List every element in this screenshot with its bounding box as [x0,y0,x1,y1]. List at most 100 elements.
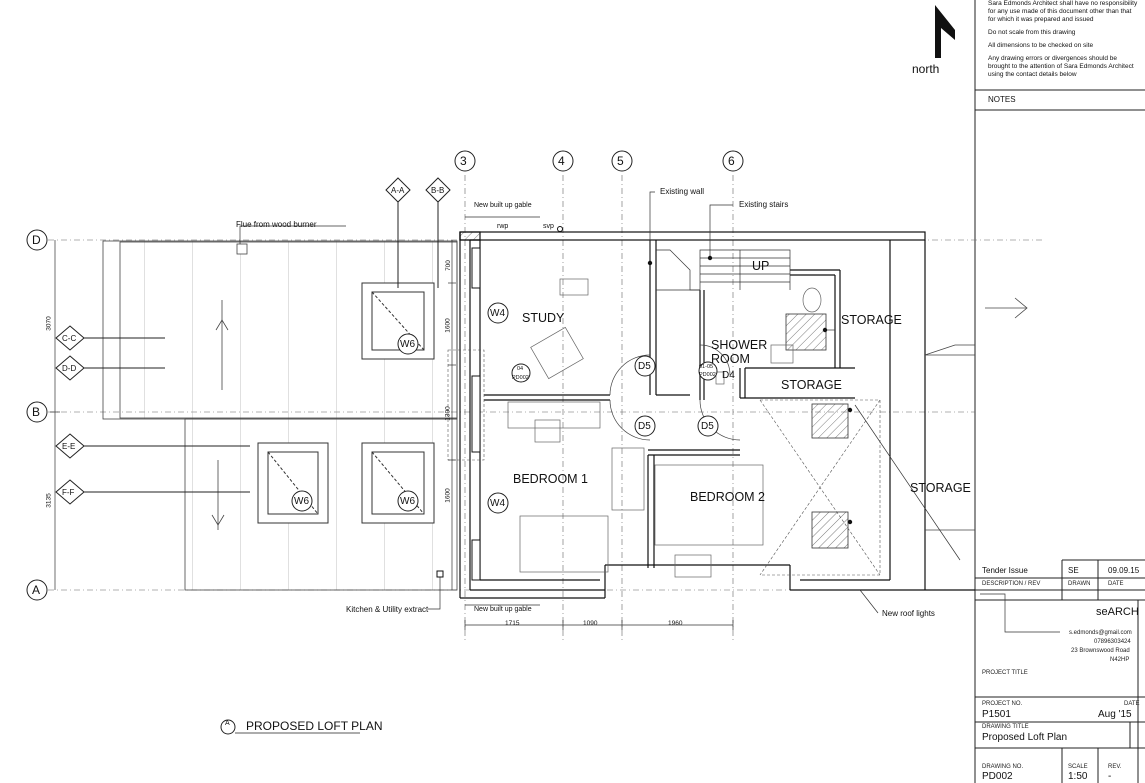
label-project-no: PROJECT NO. [982,701,1023,707]
label-description-rev: DESCRIPTION / REV [982,581,1041,587]
stairs-up-label: UP [752,259,770,273]
tag-d5-bedroom1: D5 [638,421,651,432]
right-projection [924,297,1028,531]
note-2: Do not scale from this drawing [988,29,1076,36]
hatched-storage [785,313,849,549]
section-marker-e-e: E-E [62,442,76,451]
tag-w6-upper: W6 [400,339,415,350]
grid-col-4: 4 [558,154,565,168]
wall-windows [471,247,481,581]
grid-row-d: D [32,233,41,247]
tag-d4-shower: D4 [722,370,735,381]
tag-d5-study: D5 [638,361,651,372]
room-shower-line2: ROOM [711,352,750,366]
section-marker-a-a: A-A [391,186,405,195]
issue-drawn-by: SE [1068,566,1079,575]
north-arrow-icon [935,5,955,58]
tag-w6-lower-right: W6 [400,496,415,507]
tag-w4-study: W4 [490,308,505,319]
note-4: Any drawing errors or divergences should… [988,55,1134,78]
ref-tag-1-top: 04 [517,366,524,372]
label-rev: REV. [1108,764,1122,770]
firm-address-2: N42HP [1110,657,1130,663]
ref-tag-2-top: 01-05 [699,364,714,370]
project-no: P1501 [982,709,1011,720]
section-marker-c-c: C-C [62,334,77,343]
grid-col-5: 5 [617,154,624,168]
grid-col-3: 3 [460,154,467,168]
room-bedroom-1: BEDROOM 1 [513,472,589,486]
label-drawing-no: DRAWING NO. [982,764,1024,770]
dim-horiz-1960: 1960 [668,620,683,627]
plan-title-marker: A [225,720,230,727]
annotation-gable-bottom: New built up gable [474,606,532,613]
annotation-existing-stairs: Existing stairs [739,200,789,209]
section-marker-f-f: F-F [62,488,75,497]
label-date-2: DATE [1124,701,1140,707]
dim-left-lower: 3135 [45,493,53,508]
firm-address-1: 23 Brownswood Road [1071,648,1130,654]
room-bedroom-2: BEDROOM 2 [690,490,766,504]
north-label: north [912,62,940,76]
label-drawn: DRAWN [1068,581,1091,587]
firm-email: s.edmonds@gmail.com [1069,630,1132,636]
label-date: DATE [1108,581,1124,587]
roof-light-outlines [447,349,881,576]
project-date: Aug '15 [1098,709,1132,720]
stairs [656,249,791,291]
dim-inner-1600b: 1600 [444,488,452,503]
ref-tag-1-bottom: PD002 [512,375,529,381]
title-block-frame [974,0,1145,783]
room-storage-b: STORAGE [781,378,842,392]
section-marker-b-b: B-B [431,186,445,195]
room-storage-a: STORAGE [841,313,902,327]
dim-inner-1600a: 1600 [444,318,452,333]
tag-d5-bedroom2: D5 [701,421,714,432]
tag-w6-lower-left: W6 [294,496,309,507]
annotation-svp: svp [543,223,554,230]
dim-inner-1300: 1300 [444,406,452,421]
dim-left-upper: 3070 [45,316,53,331]
note-1: Sara Edmonds Architect shall have no res… [988,0,1138,23]
rev: - [1108,771,1112,782]
grid-bubbles [26,150,744,601]
annotation-flue: Flue from wood burner [236,220,317,229]
annotation-existing-wall: Existing wall [660,187,705,196]
plan-title: PROPOSED LOFT PLAN [246,719,383,733]
note-3: All dimensions to be checked on site [988,42,1094,49]
issue-date: 09.09.15 [1108,566,1140,575]
drawing-no: PD002 [982,771,1013,782]
annotation-gable-top: New built up gable [474,202,532,209]
annotation-rwp: rwp [497,223,509,230]
ref-tag-2-bottom: PD002 [699,372,716,378]
tag-w4-bedroom: W4 [490,498,505,509]
annotation-roof-lights: New roof lights [882,609,935,618]
tag-circles [220,302,719,735]
dim-inner-700: 700 [444,260,452,271]
room-storage-c: STORAGE [910,481,971,495]
grid-row-b: B [32,405,41,419]
notes-heading: NOTES [988,95,1016,104]
firm-phone: 07896303424 [1094,639,1131,645]
drawing-title: Proposed Loft Plan [982,732,1068,743]
scale: 1:50 [1068,771,1088,782]
section-markers [55,177,451,505]
label-project-title: PROJECT TITLE [982,670,1028,676]
room-shower-line1: SHOWER [711,338,768,352]
section-marker-d-d: D-D [62,364,77,373]
furniture [507,278,822,578]
building-walls [459,231,975,599]
leader-lines [239,191,1060,633]
label-scale: SCALE [1068,764,1088,770]
dim-horiz-1090: 1090 [583,620,598,627]
annotation-kitchen-extract: Kitchen & Utility extract [346,605,429,614]
dimension-lines [50,216,734,630]
grid-row-a: A [32,583,41,597]
leader-dots [436,226,853,578]
firm-name: seARCH [1096,606,1139,618]
label-drawing-title: DRAWING TITLE [982,724,1029,730]
room-study: STUDY [522,311,565,325]
dim-horiz-1715: 1715 [505,620,520,627]
disclaimer-notes: Sara Edmonds Architect shall have no res… [988,0,1138,84]
